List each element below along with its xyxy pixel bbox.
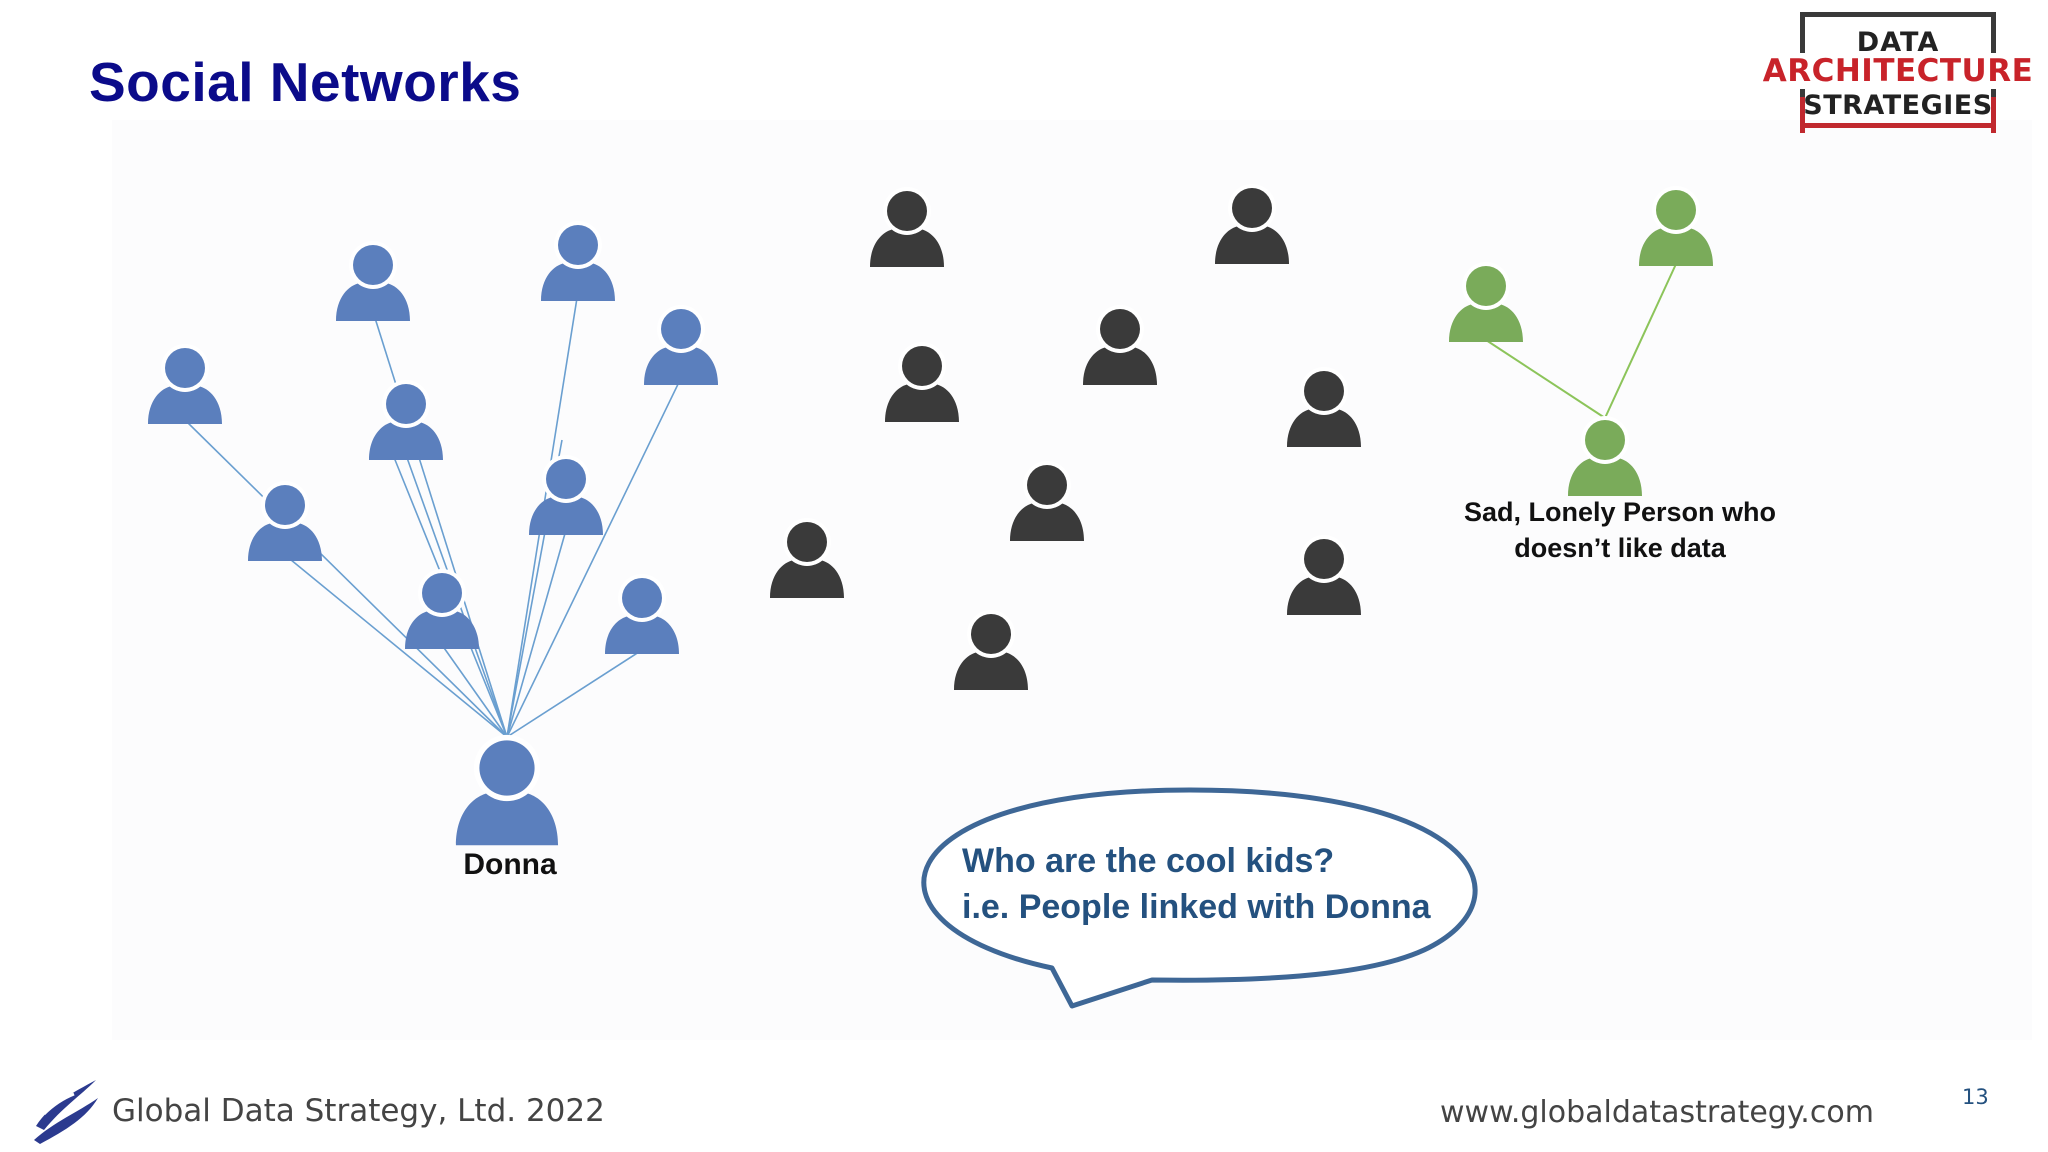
person-icon bbox=[1083, 305, 1157, 385]
person-icon bbox=[1639, 186, 1713, 266]
person-icon bbox=[336, 241, 410, 321]
person-icon bbox=[1568, 416, 1642, 496]
lonely-person-label: Sad, Lonely Person who doesn’t like data bbox=[1440, 494, 1800, 566]
network-edge bbox=[506, 529, 567, 738]
person-icon bbox=[148, 344, 222, 424]
speech-bubble-callout bbox=[921, 787, 1478, 1009]
lonely-person-label-line-2: doesn’t like data bbox=[1514, 533, 1726, 563]
logo-line-strategies: STRATEGIES bbox=[1803, 90, 1993, 121]
person-icon bbox=[541, 221, 615, 301]
global-data-strategy-swoosh-icon bbox=[34, 1080, 98, 1144]
network-people bbox=[148, 184, 1713, 846]
data-architecture-strategies-logo: DATA ARCHITECTURE STRATEGIES bbox=[1758, 12, 2038, 136]
network-edge bbox=[284, 554, 508, 738]
network-edge bbox=[441, 644, 508, 738]
lonely-person-label-line-1: Sad, Lonely Person who bbox=[1463, 497, 1777, 527]
person-icon bbox=[885, 342, 959, 422]
person-icon bbox=[1287, 367, 1361, 447]
footer-company: Global Data Strategy, Ltd. 2022 bbox=[112, 1093, 605, 1129]
network-edge bbox=[506, 649, 643, 738]
speech-bubble-shape bbox=[921, 787, 1478, 1009]
person-icon bbox=[644, 305, 718, 385]
person-icon bbox=[870, 187, 944, 267]
slide-title: Social Networks bbox=[89, 51, 522, 113]
person-icon bbox=[529, 455, 603, 535]
page-number: 13 bbox=[1962, 1085, 1989, 1109]
callout-text: Who are the cool kids? i.e. People linke… bbox=[962, 838, 1502, 930]
callout-line-1: Who are the cool kids? bbox=[962, 842, 1335, 880]
callout-line-2: i.e. People linked with Donna bbox=[962, 888, 1431, 926]
network-edge bbox=[1604, 263, 1677, 419]
person-icon bbox=[770, 518, 844, 598]
network-edge bbox=[506, 377, 682, 738]
donna-person-icon bbox=[455, 734, 559, 846]
network-edge bbox=[374, 317, 508, 738]
network-edge bbox=[1485, 339, 1606, 419]
footer-website: www.globaldatastrategy.com bbox=[1440, 1095, 1874, 1130]
person-icon bbox=[1010, 461, 1084, 541]
person-icon bbox=[1215, 184, 1289, 264]
network-edge bbox=[184, 419, 508, 738]
person-icon bbox=[369, 380, 443, 460]
logo-line-data: DATA bbox=[1856, 27, 1940, 58]
person-icon bbox=[1287, 535, 1361, 615]
person-icon bbox=[954, 610, 1028, 690]
logo-line-architecture: ARCHITECTURE bbox=[1758, 53, 2038, 89]
person-icon bbox=[1449, 262, 1523, 342]
person-icon bbox=[605, 574, 679, 654]
person-icon bbox=[248, 481, 322, 561]
person-icon bbox=[405, 569, 479, 649]
donna-label: Donna bbox=[463, 848, 557, 881]
